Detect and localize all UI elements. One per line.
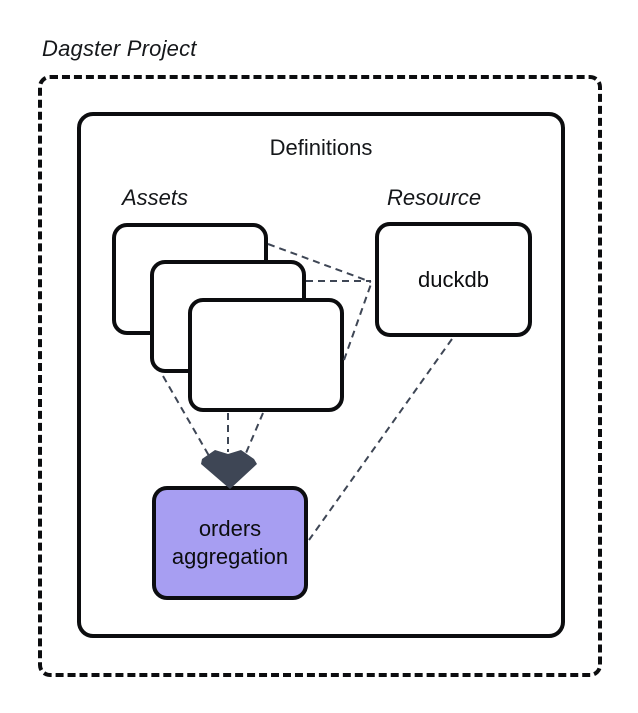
asset-card-front [188, 298, 344, 412]
orders-aggregation-node: orders aggregation [152, 486, 308, 600]
dagster-project-boundary [38, 75, 602, 677]
definitions-label: Definitions [269, 135, 373, 160]
assets-group-label: Assets [122, 185, 189, 210]
diagram-title: Dagster Project [42, 36, 197, 61]
duckdb-node: duckdb [375, 222, 532, 337]
resource-group-label: Resource [387, 185, 482, 210]
duckdb-node-label: duckdb [418, 266, 489, 292]
orders-aggregation-node-label: orders aggregation [171, 516, 289, 569]
